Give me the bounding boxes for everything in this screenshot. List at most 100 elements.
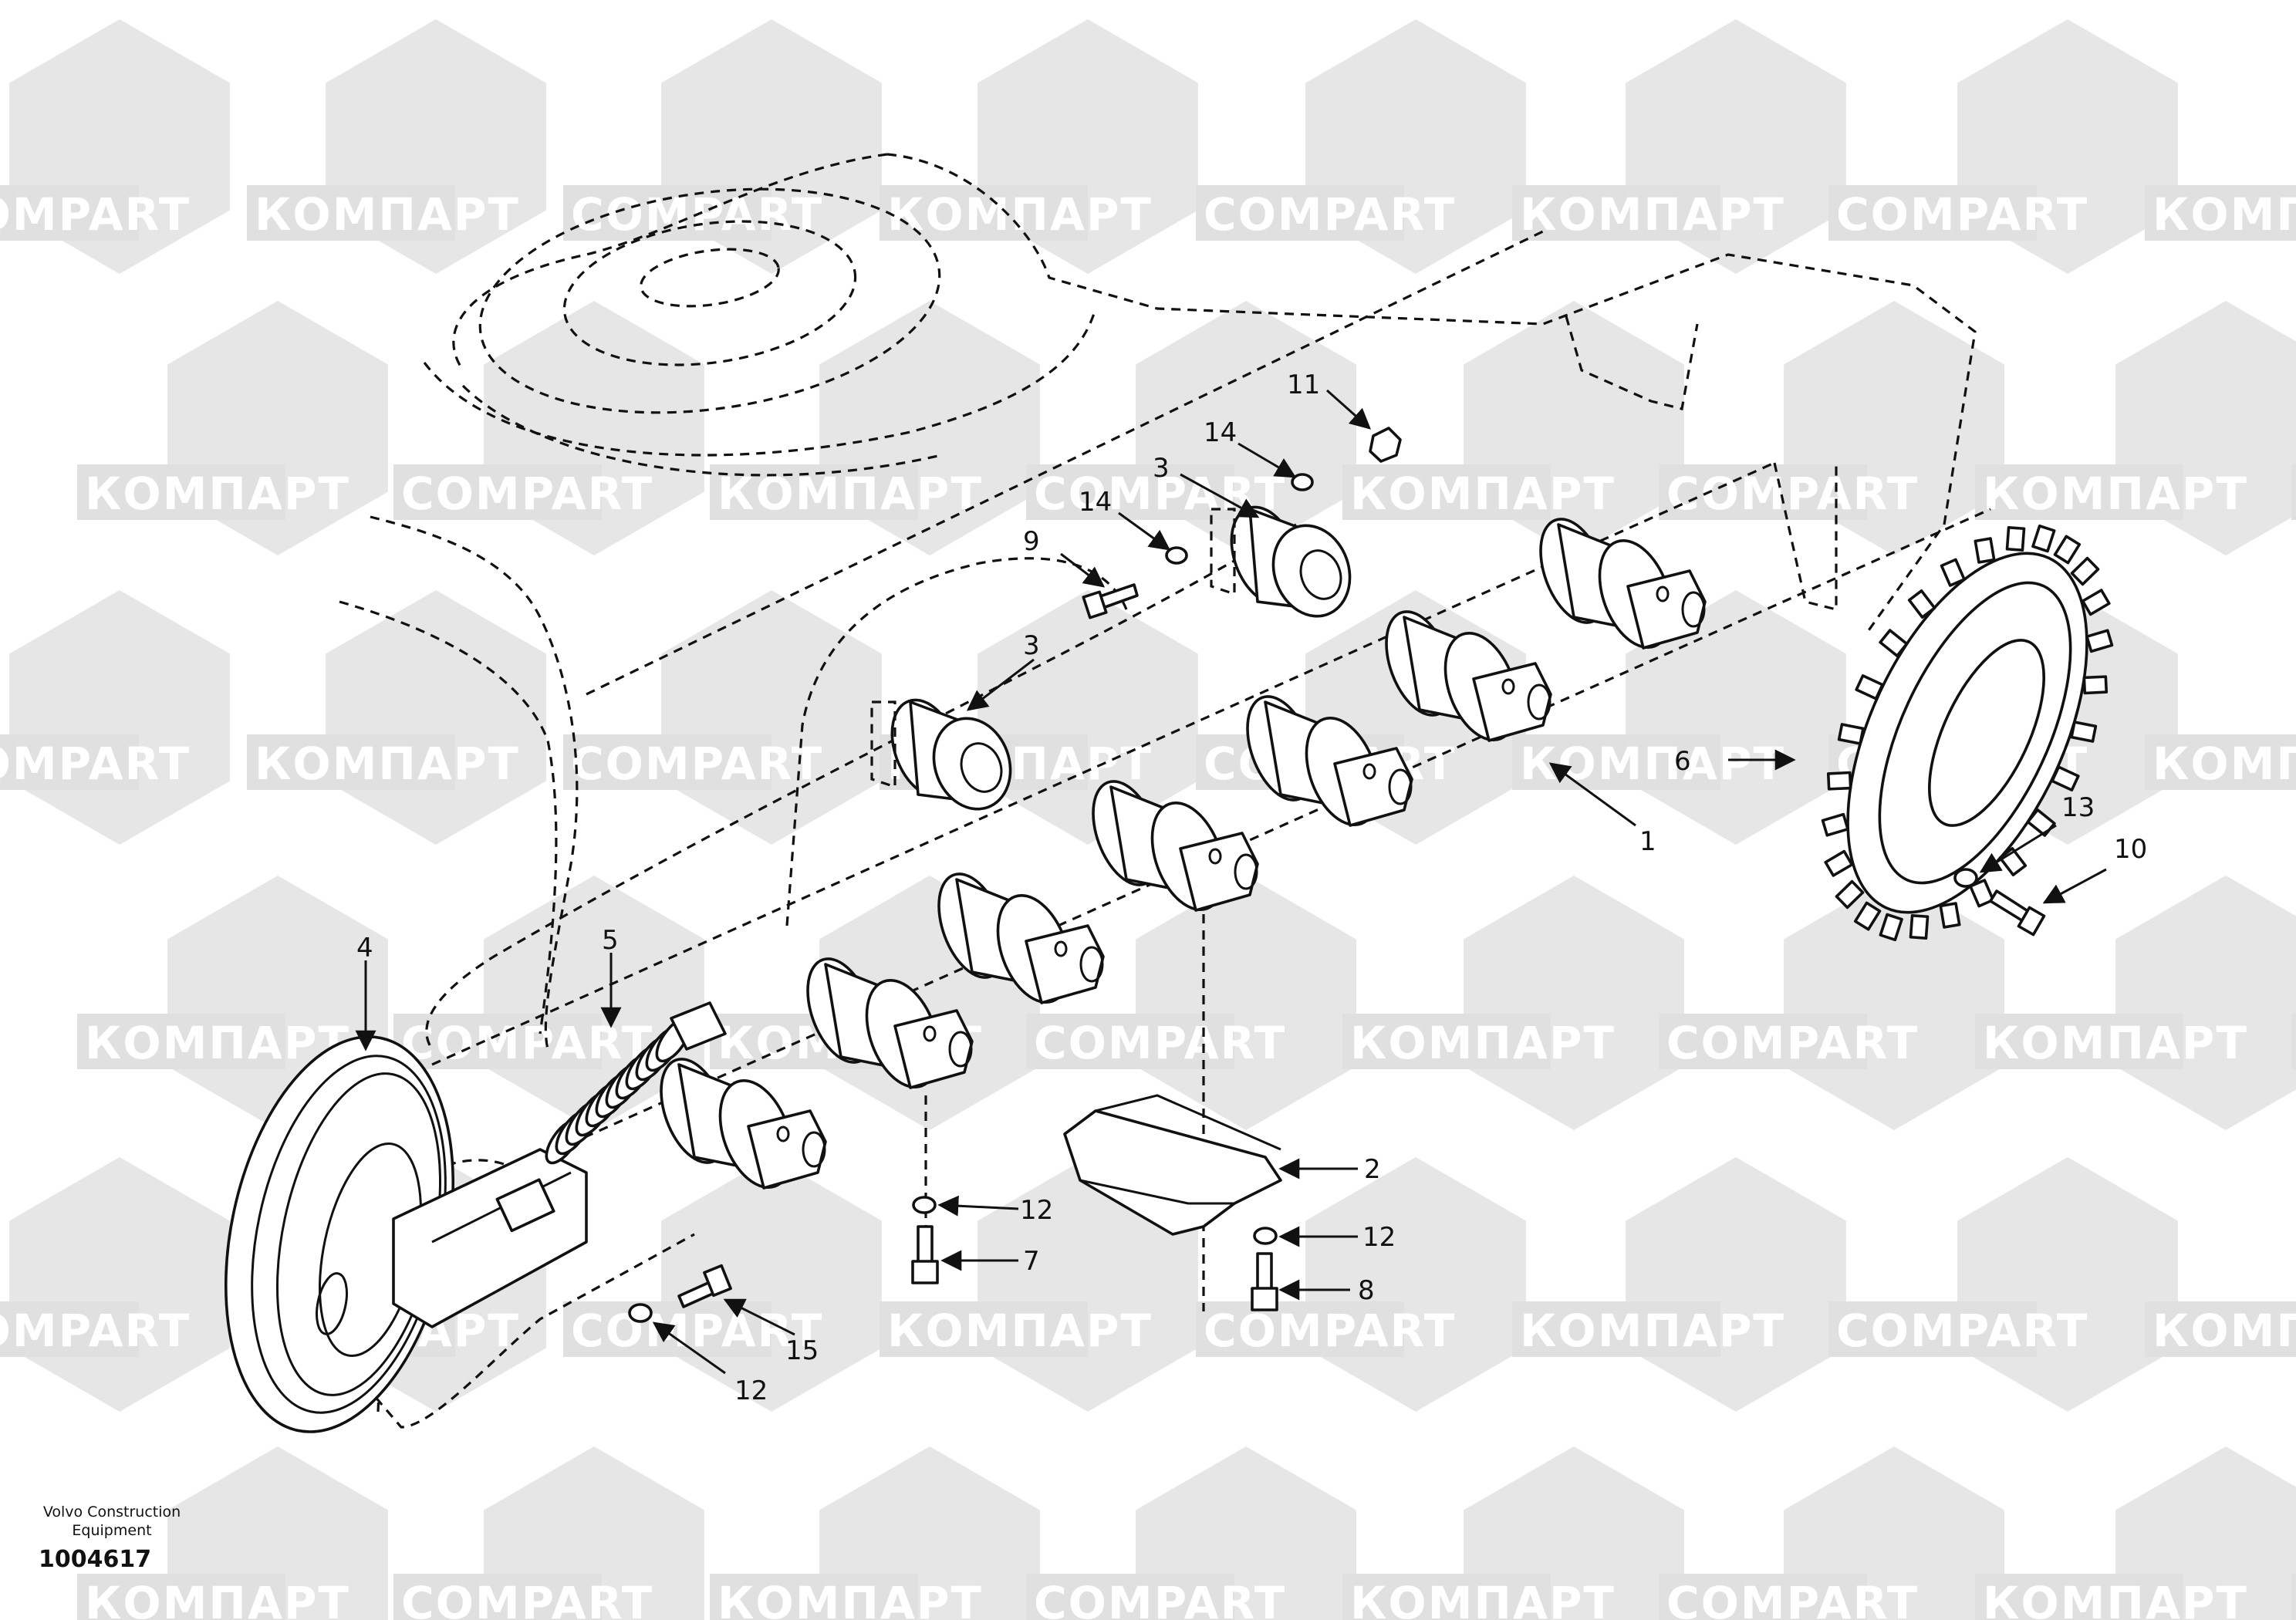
callout-1: 1 [1639, 826, 1656, 857]
watermark-bar [2145, 185, 2296, 241]
watermark-bar [2145, 734, 2296, 790]
watermark-bar [2291, 1574, 2296, 1620]
callout-labels: 1 2 3 3 4 5 6 7 8 9 10 11 12 12 12 13 14… [356, 370, 2147, 1406]
track-roller [1246, 695, 1413, 827]
watermark-bar [393, 1574, 602, 1620]
sprocket-tooth [1879, 913, 1903, 942]
watermark-text-latin: COMPART [0, 737, 191, 790]
watermark-text-cyrillic: КОМПАРТ [255, 188, 520, 241]
sprocket-tooth [1826, 771, 1852, 791]
watermark-bar [0, 734, 139, 790]
watermark-bar [880, 1301, 1088, 1357]
watermark-hexagon [1626, 1157, 1846, 1412]
sprocket-tooth [1939, 902, 1961, 929]
sprocket-tooth [1824, 849, 1854, 877]
callout-3-lower: 3 [1023, 630, 1040, 661]
callout-8: 8 [1358, 1275, 1375, 1306]
watermark-bar [0, 1301, 139, 1357]
watermark-text-cyrillic: КОМПАРТ [1350, 467, 1616, 520]
watermark-hexagon [326, 590, 546, 845]
drive-sprocket [1821, 524, 2114, 942]
watermark-bar [1342, 464, 1551, 520]
watermark-bar [77, 1574, 285, 1620]
watermark-bar [77, 1014, 285, 1069]
callout-14-upper: 14 [1204, 417, 1237, 448]
watermark-bar [247, 734, 455, 790]
watermark-text-cyrillic: КОМПАРТ [85, 1017, 350, 1069]
watermark-text-cyrillic: КОМПАРТ [85, 1577, 350, 1620]
watermark-bar [1512, 734, 1720, 790]
callout-12-center: 12 [1020, 1195, 1053, 1226]
watermark-text-latin: COMPART [401, 1577, 653, 1620]
watermark-bar [1512, 185, 1720, 241]
watermark-text-cyrillic: КОМПАРТ [1350, 1577, 1616, 1620]
watermark-hexagon [9, 590, 230, 845]
callout-9: 9 [1023, 526, 1040, 557]
watermark-bar [1026, 1574, 1234, 1620]
watermark-bar [710, 1574, 918, 1620]
callout-10: 10 [2114, 834, 2147, 865]
sprocket-tooth [2053, 535, 2082, 565]
watermark-text-latin: COMPART [1836, 1304, 2088, 1357]
recoil-spring [545, 1001, 727, 1165]
watermark-bar [1975, 1014, 2183, 1069]
callout-3-upper: 3 [1153, 453, 1170, 484]
watermark-bar [0, 185, 139, 241]
sprocket-tooth [1855, 674, 1884, 700]
watermark-text-cyrillic: КОМПАРТ [887, 188, 1153, 241]
watermark-text-cyrillic: КОМПАРТ [85, 467, 350, 520]
sprocket-tooth [2082, 675, 2109, 695]
sprocket-tooth [2085, 629, 2114, 653]
watermark-bar [1196, 185, 1404, 241]
footer: Volvo Construction Equipment 1004617 [39, 1503, 216, 1573]
watermark-bar [563, 734, 772, 790]
watermark-bar [1342, 1014, 1551, 1069]
watermark-bar [710, 464, 918, 520]
sprocket-tooth [1837, 723, 1865, 745]
sprocket-tooth [1909, 914, 1930, 940]
watermark-text-latin: COMPART [1034, 1577, 1286, 1620]
track-roller [806, 957, 974, 1089]
watermark-bar [1196, 1301, 1404, 1357]
watermark-hexagon [1957, 1157, 2178, 1412]
watermark-text-latin: COMPART [1204, 188, 1456, 241]
track-guard [1063, 1094, 1282, 1236]
track-roller [1092, 780, 1259, 912]
watermark-bar [1026, 464, 1234, 520]
callout-14-lower: 14 [1079, 487, 1112, 518]
watermark-text-cyrillic: КОМПАРТ [718, 467, 983, 520]
sprocket-tooth [2081, 589, 2111, 616]
track-roller [660, 1058, 827, 1190]
watermark-text-latin: COMPART [1034, 1017, 1286, 1069]
watermark-bar [1975, 464, 2183, 520]
sprocket-tooth [1879, 629, 1909, 657]
watermark-bar [1828, 1301, 2037, 1357]
sprocket-tooth [2005, 526, 2026, 552]
watermark-hexagon [1305, 1157, 1526, 1412]
watermark-bar [1342, 1574, 1551, 1620]
sprocket-tooth [2070, 721, 2098, 743]
sprocket-tooth [1974, 537, 1996, 564]
callout-7: 7 [1023, 1246, 1040, 1277]
watermark-text-latin: COMPART [0, 1304, 191, 1357]
watermark-text-cyrillic: КОМПАРТ [1983, 1577, 2248, 1620]
sprocket-tooth [1907, 589, 1936, 619]
watermark-bar [1512, 1301, 1720, 1357]
watermark-text-cyrillic: КОМПАРТ [1983, 1017, 2248, 1069]
callout-4: 4 [356, 933, 373, 964]
watermark-text-latin: COMPART [1836, 188, 2088, 241]
callout-leaders [355, 389, 2107, 1375]
watermark-text-latin: COMPART [571, 1304, 823, 1357]
watermark-bar [393, 464, 602, 520]
sprocket-tooth [2031, 524, 2056, 553]
front-idler [224, 1035, 588, 1433]
watermark-text-latin: COMPART [401, 467, 653, 520]
watermark-bar [2291, 464, 2296, 520]
track-roller [937, 872, 1105, 1004]
fasteners [628, 427, 2046, 1323]
watermark-bar [2145, 1301, 2296, 1357]
watermark-bar [1659, 1014, 1867, 1069]
watermark-hexagon [2115, 876, 2296, 1130]
